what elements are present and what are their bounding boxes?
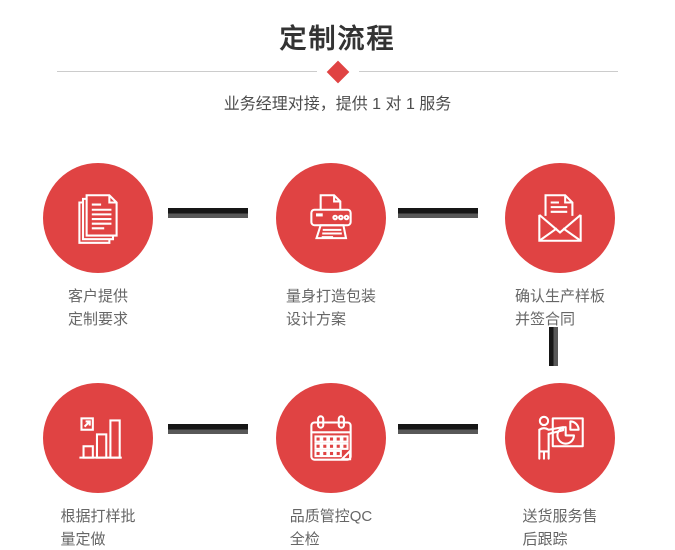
step-circle bbox=[505, 383, 615, 493]
step-label: 确认生产样板 并签合同 bbox=[475, 285, 645, 331]
step-circle bbox=[505, 163, 615, 273]
step-label-line: 并签合同 bbox=[514, 311, 575, 328]
step-label-line: 客户提供 bbox=[67, 288, 128, 305]
step-delivery-after-sales: 送货服务售 后跟踪 bbox=[475, 383, 645, 550]
envelope-letter-icon bbox=[538, 194, 582, 242]
documents-icon bbox=[78, 194, 118, 244]
step-label-line: 全检 bbox=[289, 531, 320, 548]
step-confirm-sample-sign-contract: 确认生产样板 并签合同 bbox=[475, 163, 645, 331]
step-label-line: 设计方案 bbox=[285, 311, 346, 328]
diamond-icon bbox=[326, 60, 350, 84]
step-label: 品质管控QC 全检 bbox=[246, 505, 416, 550]
step-label-line: 后跟踪 bbox=[522, 531, 568, 548]
step-quality-control-inspection: 品质管控QC 全检 bbox=[246, 383, 416, 550]
step-label-line: 根据打样批 bbox=[60, 508, 136, 525]
step-label: 根据打样批 量定做 bbox=[13, 505, 183, 550]
step-label-line: 品质管控QC bbox=[289, 508, 373, 525]
step-label-line: 送货服务售 bbox=[522, 508, 598, 525]
page-subtitle: 业务经理对接，提供 1 对 1 服务 bbox=[223, 96, 452, 113]
presentation-icon bbox=[538, 415, 584, 460]
connector-horizontal bbox=[168, 424, 248, 434]
page-title: 定制流程 bbox=[279, 24, 396, 54]
connector-horizontal bbox=[398, 424, 478, 434]
step-circle bbox=[43, 163, 153, 273]
connector-vertical bbox=[549, 327, 558, 366]
step-label: 客户提供 定制要求 bbox=[13, 285, 183, 331]
step-packaging-design-plan: 量身打造包装 设计方案 bbox=[246, 163, 416, 331]
step-label: 量身打造包装 设计方案 bbox=[246, 285, 416, 331]
step-label-line: 定制要求 bbox=[67, 311, 128, 328]
bar-chart-growth-icon bbox=[79, 417, 122, 459]
step-label: 送货服务售 后跟踪 bbox=[475, 505, 645, 550]
step-label-line: 确认生产样板 bbox=[514, 288, 605, 305]
diamond-accent bbox=[317, 51, 359, 93]
connector-horizontal bbox=[168, 208, 248, 218]
printer-icon bbox=[310, 194, 352, 240]
calendar-icon bbox=[310, 415, 352, 461]
step-circle bbox=[276, 383, 386, 493]
step-circle bbox=[43, 383, 153, 493]
step-label-line: 量身打造包装 bbox=[285, 288, 376, 305]
step-customer-requirements: 客户提供 定制要求 bbox=[13, 163, 183, 331]
step-batch-production-per-sample: 根据打样批 量定做 bbox=[13, 383, 183, 550]
step-circle bbox=[276, 163, 386, 273]
step-label-line: 量定做 bbox=[60, 531, 106, 548]
connector-horizontal bbox=[398, 208, 478, 218]
